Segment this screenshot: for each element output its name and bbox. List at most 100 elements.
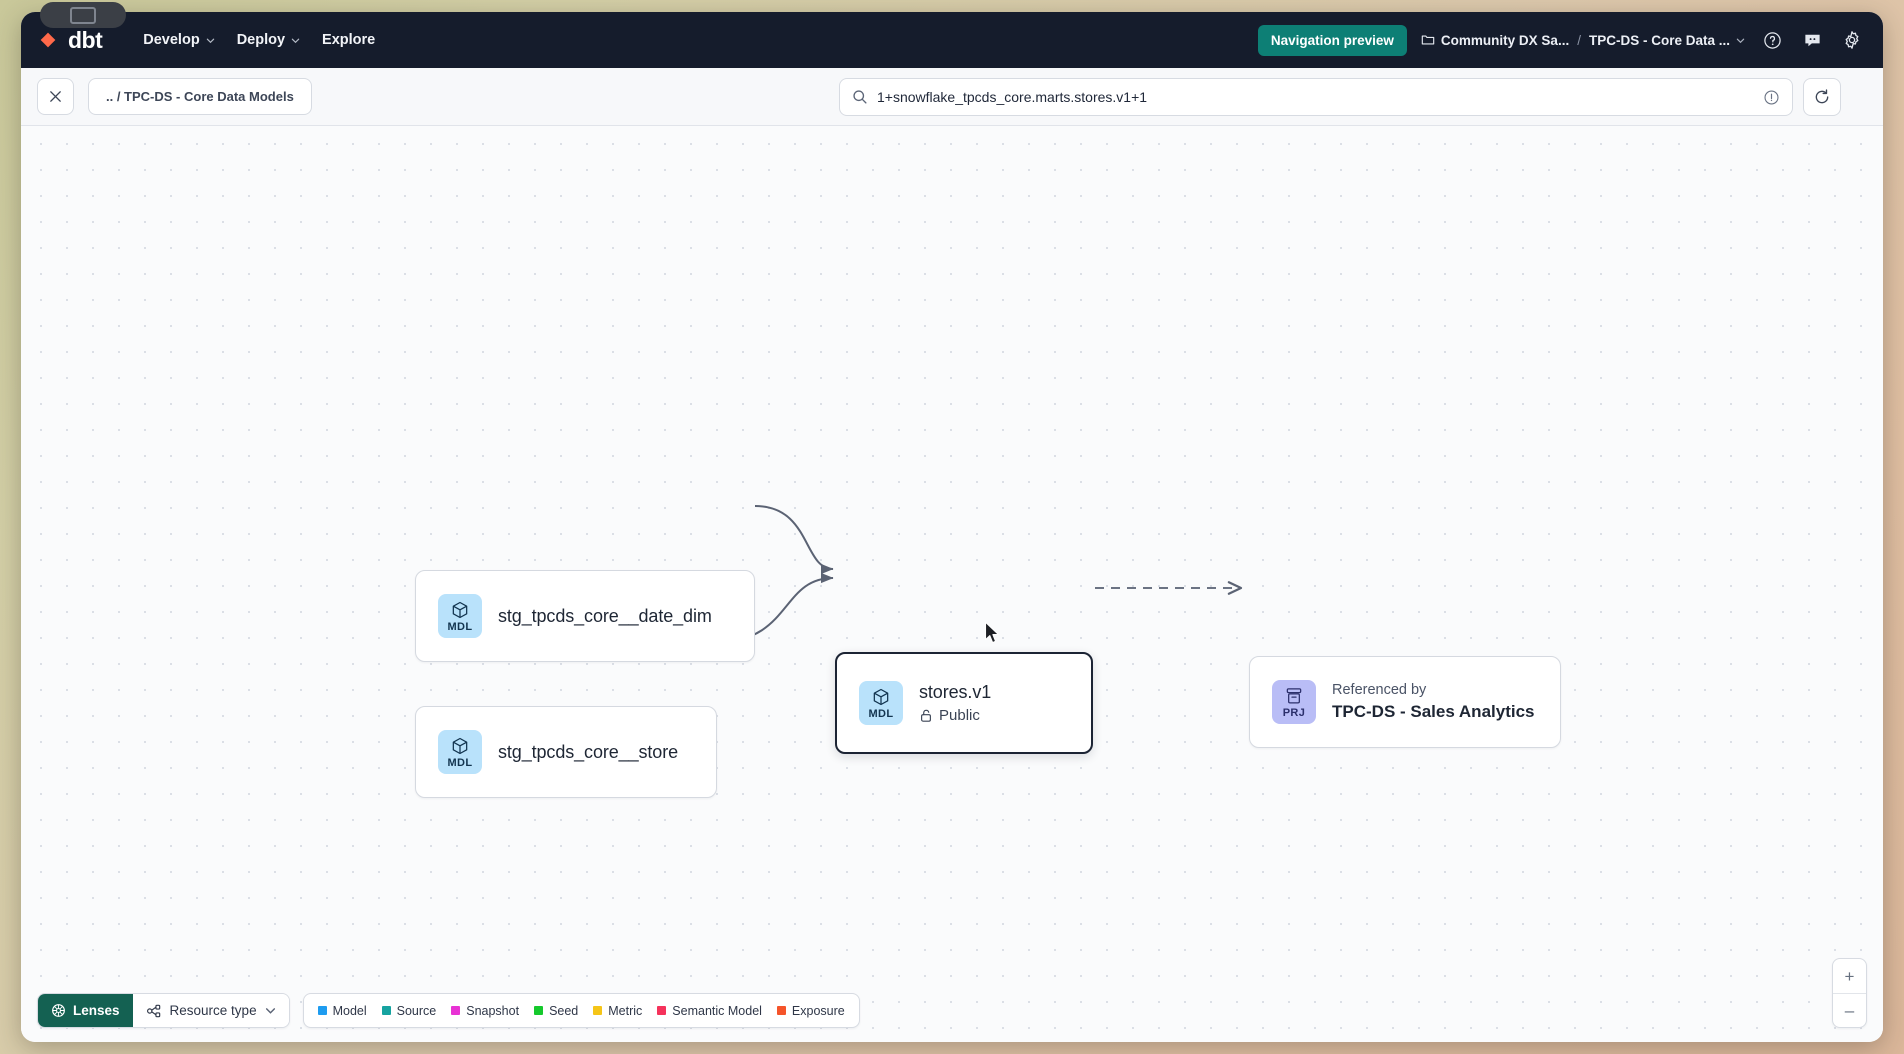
legend-item-semantic-model: Semantic Model [657, 1004, 762, 1018]
dbt-logo-text: dbt [68, 26, 103, 53]
breadcrumb-separator: / [1577, 32, 1581, 48]
legend-swatch [593, 1006, 603, 1015]
node-badge-model: MDL [438, 730, 482, 774]
lens-control-group: Lenses Resource type [37, 993, 290, 1028]
node-badge-model: MDL [859, 681, 903, 725]
nav-deploy[interactable]: Deploy [226, 25, 311, 55]
lineage-canvas[interactable]: MDL stg_tpcds_core__date_dim MDL stg_tpc… [21, 126, 1883, 1042]
search-box[interactable] [839, 78, 1793, 116]
feedback-button[interactable] [1799, 27, 1825, 53]
top-navigation-right: Navigation preview Community DX Sa... / … [1257, 24, 1865, 56]
resource-type-icon [146, 1004, 160, 1017]
breadcrumb-project-label: TPC-DS - Core Data ... [1588, 32, 1730, 48]
app-window: dbt Develop Deploy Explore Navigation pr… [21, 12, 1883, 1042]
node-project-name: TPC-DS - Sales Analytics [1332, 702, 1535, 721]
lenses-label: Lenses [73, 1003, 120, 1018]
graph-node-stg-date-dim[interactable]: MDL stg_tpcds_core__date_dim [415, 570, 755, 662]
node-access: Public [919, 707, 991, 724]
recording-screen-icon [70, 6, 96, 24]
graph-node-sales-analytics-project[interactable]: PRJ Referenced by TPC-DS - Sales Analyti… [1249, 656, 1561, 748]
legend-label: Model [332, 1003, 367, 1018]
legend-swatch [381, 1006, 391, 1015]
node-badge-label: MDL [447, 756, 473, 769]
refresh-button[interactable] [1803, 78, 1841, 116]
cube-icon [452, 601, 468, 618]
zoom-controls: + – [1832, 958, 1867, 1028]
legend-item-source: Source [381, 1003, 437, 1018]
gear-icon [1845, 31, 1859, 49]
project-breadcrumb-chip[interactable]: .. / TPC-DS - Core Data Models [88, 78, 312, 115]
search-area [839, 78, 1841, 116]
resource-type-button[interactable]: Resource type [132, 994, 289, 1027]
chevron-down-icon [1736, 38, 1745, 43]
legend-swatch [776, 1006, 786, 1015]
node-badge-model: MDL [438, 594, 482, 638]
nav-develop[interactable]: Develop [132, 25, 225, 55]
edge-date-dim-to-stores [754, 505, 834, 575]
legend-swatch [317, 1006, 327, 1015]
node-badge-label: MDL [447, 620, 473, 633]
breadcrumb-account[interactable]: Community DX Sa... [1421, 33, 1569, 48]
chevron-down-icon [206, 38, 214, 43]
legend-swatch [451, 1006, 461, 1015]
legend-item-model: Model [317, 1003, 367, 1018]
node-body: Referenced by TPC-DS - Sales Analytics [1332, 682, 1535, 722]
refresh-icon [1815, 89, 1829, 104]
node-body: stores.v1 Public [919, 682, 991, 724]
node-title: stg_tpcds_core__store [498, 741, 679, 762]
screen-recording-indicator [40, 2, 126, 28]
legend-label: Source [396, 1003, 437, 1018]
legend-item-metric: Metric [593, 1004, 642, 1018]
breadcrumb-account-label: Community DX Sa... [1440, 32, 1570, 48]
legend-swatch [534, 1006, 544, 1015]
info-icon[interactable] [1763, 89, 1780, 106]
node-body: stg_tpcds_core__date_dim [498, 606, 712, 627]
dbt-logo[interactable]: dbt [35, 26, 103, 53]
legend-item-exposure: Exposure [776, 1003, 845, 1018]
nav-explore-label: Explore [322, 32, 376, 48]
navigation-preview-badge[interactable]: Navigation preview [1257, 24, 1407, 56]
project-archive-icon [1286, 687, 1302, 703]
zoom-out-button[interactable]: – [1833, 993, 1866, 1027]
search-icon [853, 90, 867, 104]
node-badge-label: PRJ [1282, 706, 1306, 719]
legend-item-seed: Seed [534, 1004, 578, 1018]
legend-item-snapshot: Snapshot [451, 1004, 519, 1018]
resource-type-legend: Model Source Snapshot Seed Metric [302, 993, 860, 1028]
nav-explore[interactable]: Explore [311, 25, 386, 55]
lens-icon [52, 1004, 65, 1017]
zoom-in-button[interactable]: + [1844, 966, 1855, 986]
cube-icon [452, 737, 468, 754]
resource-type-label: Resource type [169, 1003, 257, 1018]
dbt-logo-icon [38, 30, 58, 50]
legend-label: Snapshot [466, 1003, 520, 1018]
graph-node-stores-v1[interactable]: MDL stores.v1 Public [835, 652, 1093, 754]
legend-swatch [657, 1006, 667, 1015]
top-navigation-bar: dbt Develop Deploy Explore Navigation pr… [21, 12, 1883, 68]
cube-icon [873, 688, 889, 705]
feedback-icon [1804, 34, 1820, 46]
legend-label: Exposure [791, 1003, 845, 1018]
search-input[interactable] [877, 89, 1754, 105]
graph-node-stg-store[interactable]: MDL stg_tpcds_core__store [415, 706, 717, 798]
node-kicker: Referenced by [1332, 682, 1427, 698]
legend-label: Semantic Model [672, 1003, 762, 1018]
legend-label: Seed [549, 1003, 579, 1018]
lineage-toolbar: .. / TPC-DS - Core Data Models [21, 68, 1883, 126]
folder-icon [1421, 35, 1435, 45]
help-button[interactable] [1759, 27, 1785, 53]
close-icon [50, 91, 61, 102]
node-title: stg_tpcds_core__date_dim [498, 605, 712, 626]
edge-layer [716, 505, 1243, 643]
breadcrumb: Community DX Sa... / TPC-DS - Core Data … [1421, 33, 1745, 48]
node-title: stores.v1 [919, 682, 992, 702]
node-access-label: Public [939, 707, 980, 724]
node-body: stg_tpcds_core__store [498, 742, 678, 763]
breadcrumb-project[interactable]: TPC-DS - Core Data ... [1589, 33, 1745, 48]
nav-develop-label: Develop [143, 32, 200, 48]
nav-deploy-label: Deploy [236, 32, 286, 48]
node-badge-label: MDL [868, 707, 894, 720]
settings-button[interactable] [1839, 27, 1865, 53]
lenses-button[interactable]: Lenses [38, 994, 133, 1027]
close-lineage-button[interactable] [37, 78, 74, 115]
